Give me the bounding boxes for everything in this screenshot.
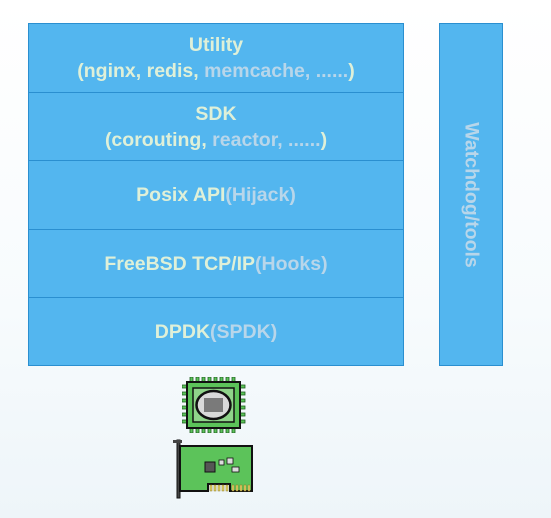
cpu-chip-icon xyxy=(182,377,246,433)
layer-dpdk: DPDK(SPDK) xyxy=(29,298,403,365)
layer-posix-api-label: Posix API(Hijack) xyxy=(136,184,296,206)
layer-sdk-title: SDK xyxy=(195,102,237,125)
layer-utility-title: Utility xyxy=(188,34,244,56)
watchdog-tools-panel: Watchdog/tools xyxy=(439,23,503,366)
layer-dpdk-label: DPDK(SPDK) xyxy=(154,320,278,343)
watchdog-tools-label: Watchdog/tools xyxy=(460,121,483,268)
layer-utility: Utility (nginx, redis, memcache, ......) xyxy=(29,24,403,93)
layer-posix-api: Posix API(Hijack) xyxy=(29,161,403,230)
layer-sdk: SDK (corouting, reactor, ......) xyxy=(29,93,403,161)
layer-freebsd-tcpip: FreeBSD TCP/IP(Hooks) xyxy=(29,230,403,298)
architecture-stack: Utility (nginx, redis, memcache, ......)… xyxy=(28,23,404,366)
layer-freebsd-tcpip-label: FreeBSD TCP/IP(Hooks) xyxy=(104,252,328,275)
network-card-icon xyxy=(173,439,253,499)
layer-sdk-subtitle: (corouting, reactor, ......) xyxy=(104,128,328,151)
layer-utility-subtitle: (nginx, redis, memcache, ......) xyxy=(77,60,355,82)
